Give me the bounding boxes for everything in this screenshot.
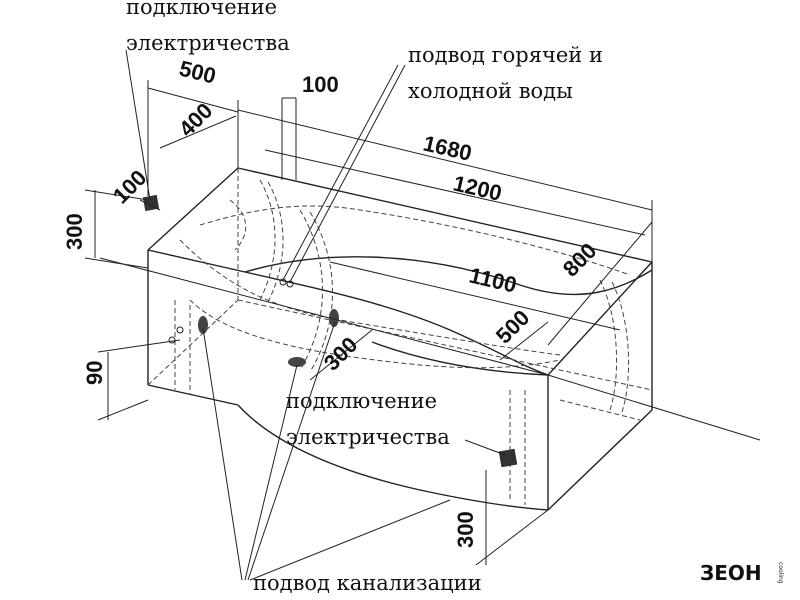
brand-logo: ЗЕОН cooling: [700, 561, 784, 585]
drain-fitting-center: [288, 357, 306, 367]
label-electric-mid-line1: подключение: [286, 389, 437, 413]
dim-300-bottom: 300: [453, 511, 478, 548]
drain-fitting-left: [198, 316, 208, 334]
label-water-line2: холодной воды: [408, 79, 573, 103]
connection-points: [142, 194, 518, 468]
tub-hidden-lines: [147, 168, 653, 505]
dim-100-top: 100: [302, 72, 339, 97]
logo-text: ЗЕОН: [700, 561, 762, 585]
dim-1200: 1200: [451, 171, 504, 206]
label-drain: подвод канализации: [253, 571, 482, 595]
dim-500-right: 500: [491, 305, 535, 349]
callout-labels: подключение электричества подвод горячей…: [126, 0, 603, 595]
dim-800: 800: [558, 238, 602, 282]
label-electric-top-line1: подключение: [126, 0, 277, 19]
dim-1100: 1100: [467, 263, 519, 298]
label-electric-mid-line2: электричества: [286, 425, 450, 449]
dim-500-top: 500: [177, 56, 219, 89]
label-water-line1: подвод горячей и: [408, 43, 603, 67]
dim-1680: 1680: [421, 131, 474, 166]
leader-lines: [125, 49, 506, 581]
logo-vertical-text: cooling: [777, 562, 784, 584]
electric-box-right: [498, 448, 518, 468]
water-inlet: [329, 309, 339, 327]
dim-90: 90: [82, 361, 107, 385]
dim-300-left: 300: [62, 213, 87, 250]
dimension-lines: [84, 80, 761, 566]
tub-outline: [147, 167, 653, 511]
label-electric-top-line2: электричества: [126, 31, 290, 55]
dimension-labels: 500 400 100 100 1680 1200 800 1100 500 3…: [62, 56, 601, 548]
